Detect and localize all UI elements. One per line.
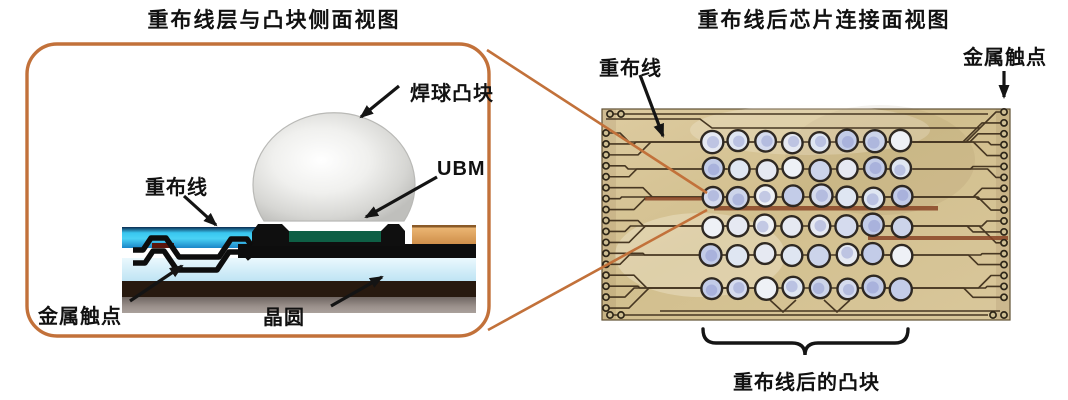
label-solder-ball: 焊球凸块	[410, 83, 494, 105]
label-wafer: 晶圆	[263, 307, 305, 329]
label-ubm: UBM	[437, 158, 486, 180]
ubm-layer	[252, 224, 405, 246]
bumps-brace	[701, 327, 910, 356]
rdl-layer	[122, 227, 258, 248]
contact-metal-layer	[122, 281, 476, 297]
cross-section	[122, 112, 476, 313]
arrow-ubm	[364, 175, 438, 219]
label-bumps-after-rdl: 重布线后的凸块	[733, 372, 880, 394]
arrow-wafer	[330, 275, 384, 308]
edge-contacts	[602, 108, 1008, 319]
magnifier-lines	[486, 48, 708, 332]
arrow-metal-contact-side	[129, 264, 184, 303]
arrow-rdl-top	[638, 74, 665, 138]
annotation-arrows	[129, 71, 1010, 308]
label-rdl-side: 重布线	[145, 177, 208, 199]
callout-box	[25, 42, 491, 338]
passivation-layer	[122, 258, 476, 281]
right-panel-title: 重布线后芯片连接面视图	[697, 9, 951, 32]
label-metal-contact-top: 金属触点	[963, 47, 1047, 69]
solder-ball	[252, 112, 416, 222]
bump-grid	[698, 128, 914, 302]
trace-streaks	[645, 197, 1008, 240]
wafer-layer	[122, 297, 476, 313]
arrow-rdl-side	[182, 194, 218, 227]
metal-pad-orange	[412, 225, 476, 244]
label-metal-contact-side: 金属触点	[38, 306, 122, 328]
label-rdl-top: 重布线	[599, 58, 662, 80]
left-panel-title: 重布线层与凸块侧面视图	[147, 9, 401, 32]
chip-top-view	[601, 105, 1011, 321]
rdl-metal-band	[238, 244, 476, 258]
arrow-solder-ball	[359, 84, 401, 119]
